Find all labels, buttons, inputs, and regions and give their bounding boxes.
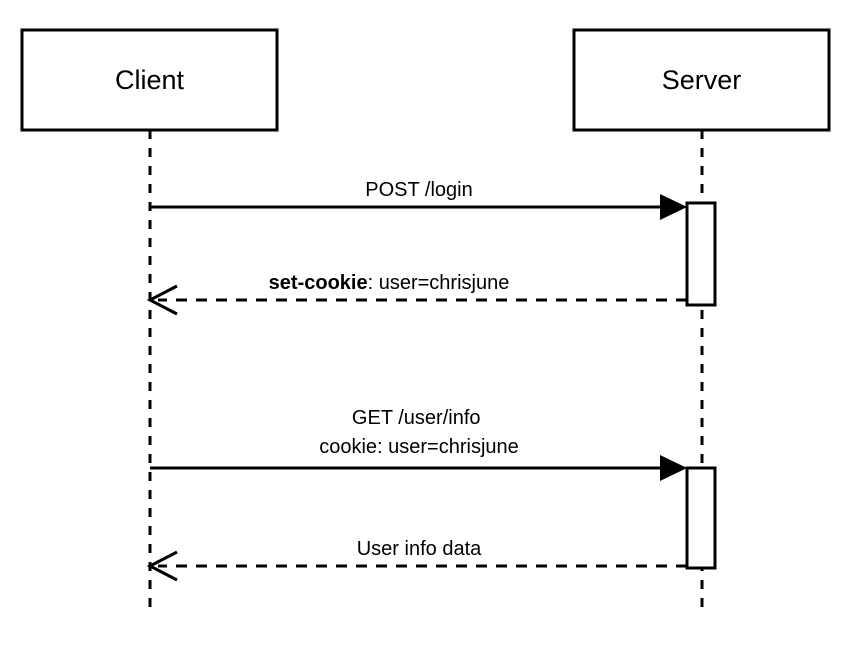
message-label-get-user-info-line1: GET /user/info xyxy=(352,407,481,429)
message-label-set-cookie-value: : user=chrisjune xyxy=(368,272,510,294)
participant-label-server: Server xyxy=(662,65,742,95)
message-label-post-login: POST /login xyxy=(365,179,472,201)
participant-box-client[interactable] xyxy=(20,28,279,132)
message-label-set-cookie: set-cookie: user=chrisjune xyxy=(269,272,510,294)
participant-client[interactable]: Client xyxy=(20,28,279,132)
arrowhead-get-user-info xyxy=(660,455,687,481)
message-get-user-info[interactable]: GET /user/info cookie: user=chrisjune xyxy=(150,407,687,481)
message-set-cookie[interactable]: set-cookie: user=chrisjune xyxy=(146,272,687,316)
arrowhead-user-info-data xyxy=(146,550,178,582)
participant-label-client: Client xyxy=(115,65,185,95)
participant-box-server[interactable] xyxy=(572,28,831,132)
message-user-info-data[interactable]: User info data xyxy=(146,538,687,582)
activation-bar-server-1 xyxy=(685,201,717,307)
message-label-set-cookie-key: set-cookie xyxy=(269,272,368,294)
message-label-user-info-data: User info data xyxy=(357,538,482,560)
message-label-user-info-data-line1: User info data xyxy=(357,538,482,560)
arrowhead-post-login xyxy=(660,194,687,220)
arrowhead-set-cookie xyxy=(146,284,178,316)
message-post-login[interactable]: POST /login xyxy=(150,179,687,220)
message-label-get-user-info-line2: cookie: user=chrisjune xyxy=(319,436,519,458)
message-label-get-user-info: GET /user/info cookie: user=chrisjune xyxy=(319,407,519,458)
activation-bar-server-2 xyxy=(685,466,717,570)
participant-server[interactable]: Server xyxy=(572,28,831,132)
message-label-post-login-line1: POST /login xyxy=(365,179,472,201)
